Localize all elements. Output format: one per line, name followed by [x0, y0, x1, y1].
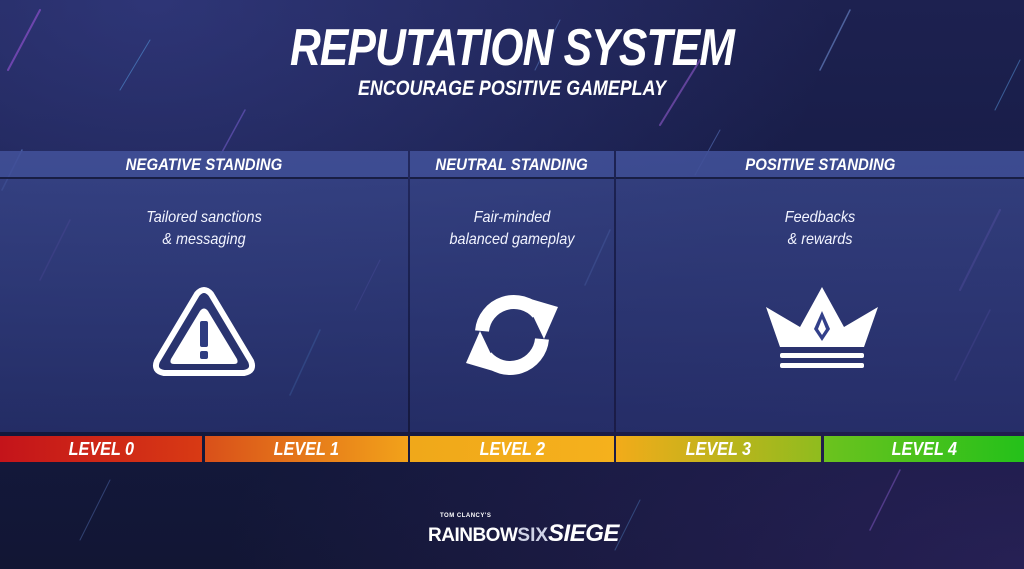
- negative-standing-heading: NEGATIVE STANDING: [0, 151, 408, 179]
- neutral-standing-description: Fair-minded balanced gameplay: [449, 209, 575, 248]
- warning-triangle-icon: [152, 287, 256, 376]
- page-subtitle: ENCOURAGE POSITIVE GAMEPLAY: [357, 77, 667, 100]
- refresh-cycle-icon: [466, 295, 558, 375]
- positive-standing-heading: POSITIVE STANDING: [616, 151, 1024, 179]
- neutral-standing-heading: NEUTRAL STANDING: [410, 151, 614, 179]
- level-1-bar: LEVEL 1: [205, 436, 408, 462]
- logo-publisher-text: TOM CLANCY'S: [440, 513, 492, 519]
- level-3-bar: LEVEL 3: [616, 436, 821, 462]
- negative-standing-description: Tailored sanctions & messaging: [146, 209, 262, 248]
- level-4-bar: LEVEL 4: [824, 436, 1024, 462]
- page-title: REPUTATION SYSTEM: [289, 19, 735, 77]
- neutral-standing-panel: NEUTRAL STANDING Fair-minded balanced ga…: [410, 151, 614, 432]
- positive-standing-description: Feedbacks & rewards: [784, 209, 856, 248]
- level-0-bar: LEVEL 0: [0, 436, 202, 462]
- level-2-bar: LEVEL 2: [410, 436, 614, 462]
- crown-icon: [766, 287, 878, 368]
- negative-standing-panel: NEGATIVE STANDING Tailored sanctions & m…: [0, 151, 408, 432]
- logo-wordmark: RAINBOWSIXSIEGE: [428, 520, 619, 547]
- rainbow-six-siege-logo: TOM CLANCY'S RAINBOWSIXSIEGE: [428, 513, 619, 549]
- positive-standing-panel: POSITIVE STANDING Feedbacks & rewards: [616, 151, 1024, 432]
